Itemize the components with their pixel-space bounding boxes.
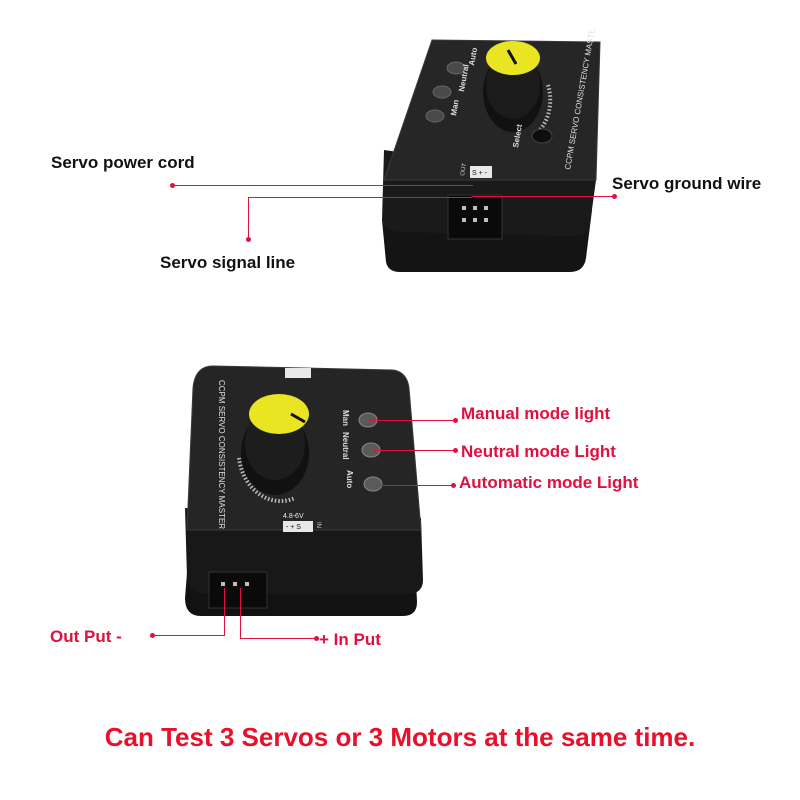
manual-mode-dot xyxy=(453,418,458,423)
bottom-led-label-neutral: Neutral xyxy=(341,432,350,460)
bottom-pin-marks: - + S xyxy=(286,524,301,531)
bottom-led-label-man: Man xyxy=(341,410,350,426)
automatic-mode-dot xyxy=(451,483,456,488)
signal-line-vertical xyxy=(248,197,249,239)
top-pin-marks: S + - xyxy=(472,170,488,177)
bottom-servo-tester-photo: Man Neutral Auto CCPM SERVO CONSISTENCY … xyxy=(185,365,423,616)
ground-wire-line xyxy=(472,196,614,197)
power-cord-dot xyxy=(170,183,175,188)
input-dot xyxy=(314,636,319,641)
signal-line-dot xyxy=(246,237,251,242)
headline-text: Can Test 3 Servos or 3 Motors at the sam… xyxy=(104,722,696,752)
neutral-mode-line xyxy=(373,450,455,451)
top-led-man xyxy=(425,109,445,123)
bottom-voltage-label: 4.8-6V xyxy=(283,513,304,520)
bottom-knob-cap xyxy=(249,394,309,434)
servo-signal-line-label: Servo signal line xyxy=(160,253,296,272)
neutral-mode-light-label: Neutral mode Light xyxy=(461,442,616,461)
input-label: + In Put xyxy=(319,630,381,649)
top-connector xyxy=(447,194,503,240)
top-led-neutral xyxy=(432,85,452,99)
servo-power-cord-label: Servo power cord xyxy=(51,153,195,172)
output-horizontal xyxy=(153,635,225,636)
top-servo-tester-photo: Auto Neutral Man Select CCPM SERVO CONSI… xyxy=(382,30,601,272)
bottom-brand-text: CCPM SERVO CONSISTENCY MASTER xyxy=(217,380,226,529)
top-led-label-man: Man xyxy=(449,99,461,116)
bottom-connector xyxy=(208,571,268,609)
input-horizontal xyxy=(240,638,316,639)
top-led-label-auto: Auto xyxy=(467,47,479,67)
manual-mode-line xyxy=(370,420,455,421)
output-dot xyxy=(150,633,155,638)
bottom-led-auto xyxy=(363,476,383,492)
top-led-auto xyxy=(446,61,466,75)
top-select-label: Select xyxy=(511,123,524,148)
signal-line-horizontal xyxy=(248,197,472,198)
ground-wire-dot xyxy=(612,194,617,199)
bottom-led-label-auto: Auto xyxy=(345,470,354,488)
manual-mode-light-label: Manual mode light xyxy=(461,404,611,423)
output-label: Out Put - xyxy=(50,627,122,646)
bottom-in-label: IN xyxy=(315,522,321,528)
automatic-mode-line xyxy=(375,485,453,486)
top-select-button xyxy=(531,128,553,144)
power-cord-line xyxy=(173,185,473,186)
automatic-mode-light-label: Automatic mode Light xyxy=(459,473,639,492)
output-vertical xyxy=(224,588,225,636)
input-vertical xyxy=(240,588,241,639)
servo-ground-wire-label: Servo ground wire xyxy=(612,174,762,193)
top-out-label: OUT xyxy=(460,163,468,177)
neutral-mode-dot xyxy=(453,448,458,453)
